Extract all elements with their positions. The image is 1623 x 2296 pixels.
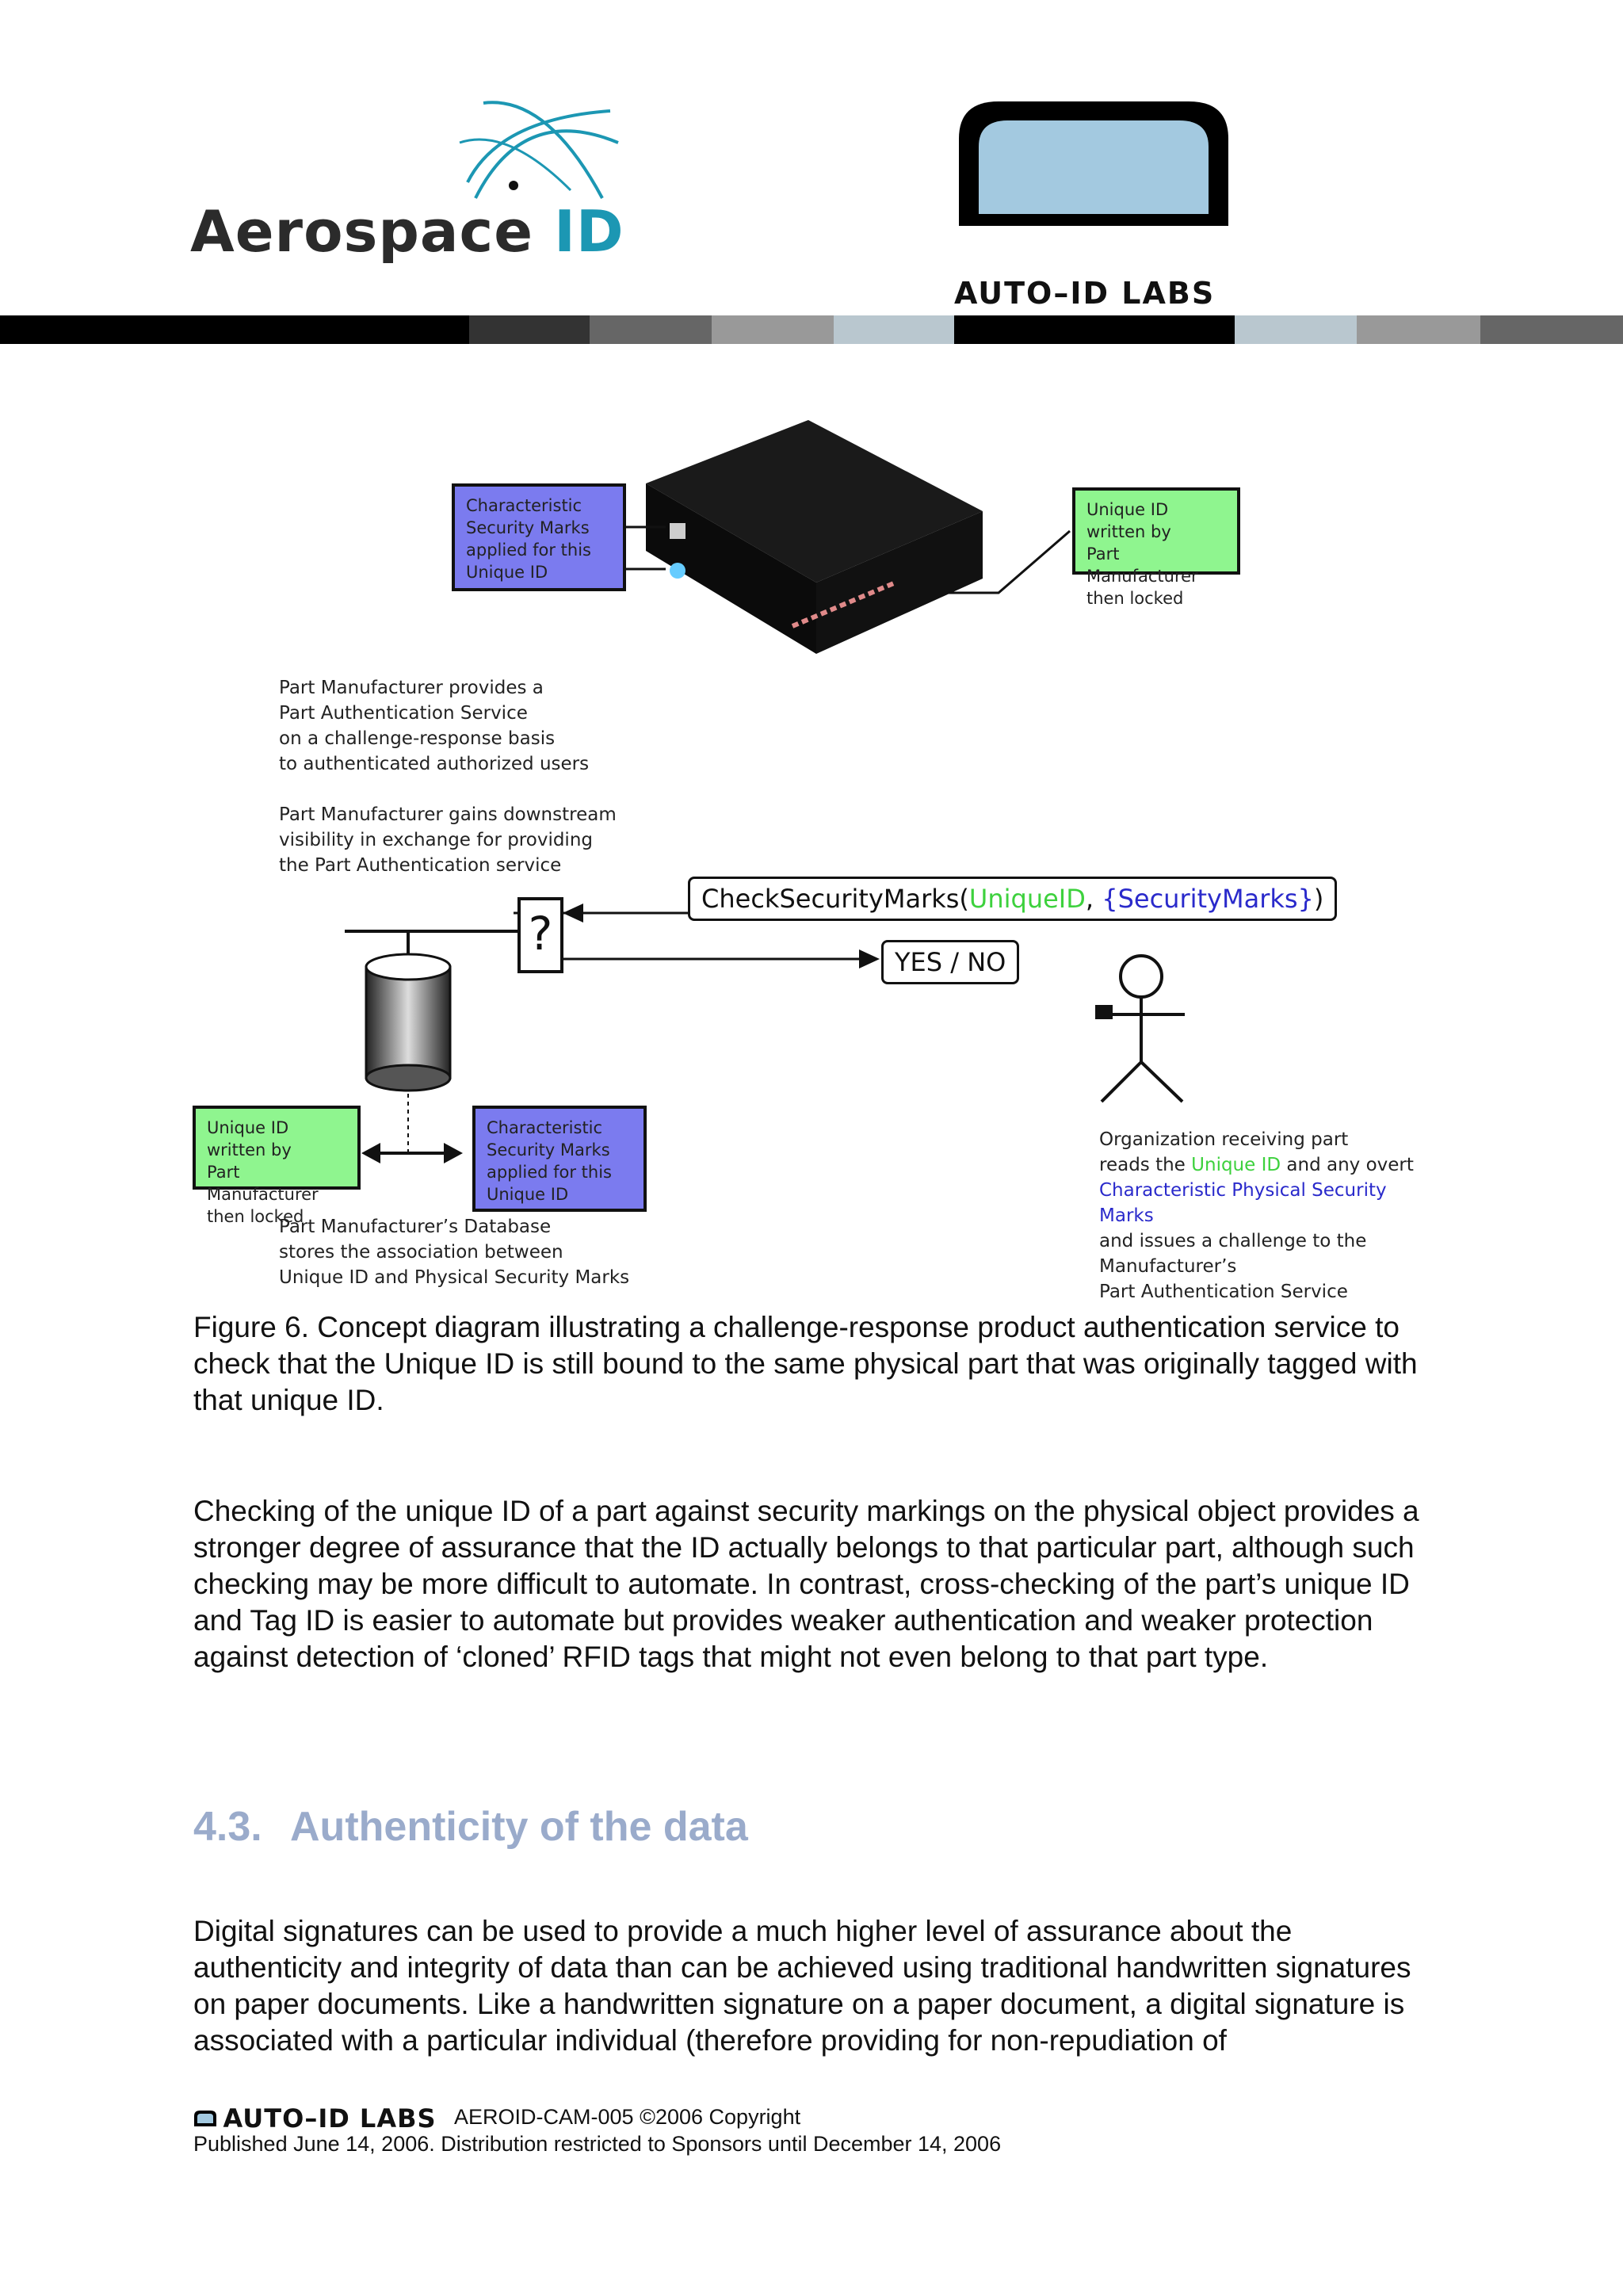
header-stripe [0,315,469,344]
database-note: Part Manufacturer’s Database stores the … [279,1217,630,1288]
security-marks-box-top: Characteristic Security Marks applied fo… [452,483,626,591]
unique-id-box-bottom: Unique ID written by Part Manufacturer t… [193,1106,361,1226]
part-box-icon [646,420,983,654]
security-marks-box-bottom: Characteristic Security Marks applied fo… [472,1106,647,1212]
section-heading: 4.3.Authenticity of the data [193,1804,748,1850]
person-icon [1100,954,1185,1103]
yes-no-response: YES / NO [881,940,1020,984]
visibility-note: Part Manufacturer gains downstream visib… [279,804,617,876]
organization-note: Organization receiving part reads the Un… [1099,1129,1414,1302]
authentication-diagram: ? Characteristic Security Marks applied … [190,412,1442,1302]
auto-id-labs-wordmark: AUTO–ID LABS [954,276,1216,311]
check-security-marks-call: CheckSecurityMarks(UniqueID, {SecurityMa… [688,877,1338,921]
auto-id-window-icon [959,101,1228,226]
figure-caption: Figure 6. Concept diagram illustrating a… [193,1311,1418,1416]
footer-line-1: AUTO–ID LABS AEROID-CAM-005 ©2006 Copyri… [193,2104,1001,2131]
scanner-icon [1095,1005,1113,1019]
footer-doc-id: AEROID-CAM-005 ©2006 Copyright [454,2105,801,2129]
footer-brand: AUTO–ID LABS [223,2103,437,2134]
page-footer: AUTO–ID LABS AEROID-CAM-005 ©2006 Copyri… [193,2104,1001,2157]
aerospace-id-logo: Aerospace ID [190,87,624,269]
body-paragraph-2: Digital signatures can be used to provid… [193,1915,1411,2057]
aerospace-id-wordmark: Aerospace ID [190,198,624,265]
footer-published: Published June 14, 2006. Distribution re… [193,2131,1002,2156]
orbit-swoosh-icon [459,101,619,199]
logo-dot [509,181,518,190]
database-cylinder-icon [365,953,452,1092]
decision-question-box: ? [517,897,563,973]
diagram-graphics [345,420,1185,1163]
service-note: Part Manufacturer provides a Part Authen… [279,678,590,774]
body-paragraph-1: Checking of the unique ID of a part agai… [193,1495,1419,1673]
unique-id-box-top: Unique ID written by Part Manufacturer t… [1072,487,1240,608]
auto-id-mini-icon [194,2110,216,2126]
auto-id-labs-logo: AUTO–ID LABS [951,95,1244,311]
